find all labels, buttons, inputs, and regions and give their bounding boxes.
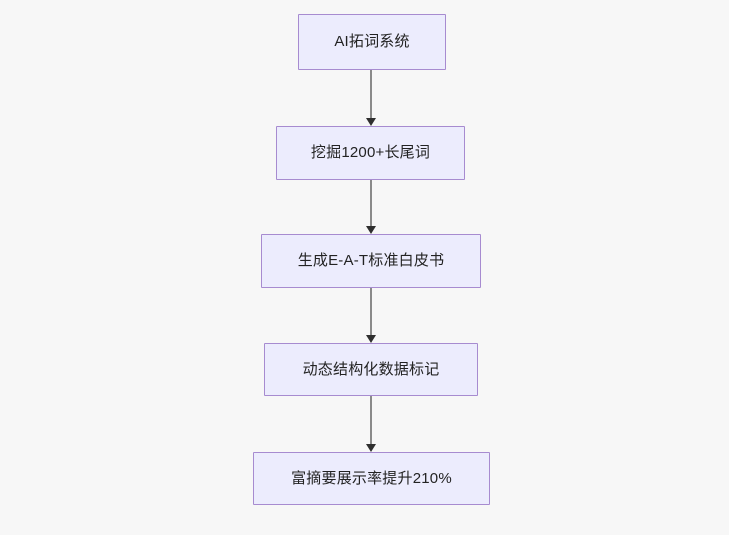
edge-line [370,180,372,226]
edge-line [370,288,372,335]
flowchart-node-label: 富摘要展示率提升210% [291,469,452,487]
flowchart-node-label: 生成E-A-T标准白皮书 [297,252,445,269]
flowchart-node-n3[interactable]: 生成E-A-T标准白皮书 [261,234,481,288]
edge-line [370,396,372,444]
flowchart-node-n1[interactable]: AI拓词系统 [298,14,446,70]
arrowhead-icon [366,444,376,452]
arrowhead-icon [366,335,376,343]
edge-line [370,70,372,118]
arrowhead-icon [366,118,376,126]
flowchart-node-n5[interactable]: 富摘要展示率提升210% [253,452,490,505]
flowchart-node-label: AI拓词系统 [334,33,410,50]
flowchart-node-n4[interactable]: 动态结构化数据标记 [264,343,478,396]
arrowhead-icon [366,226,376,234]
flowchart-node-n2[interactable]: 挖掘1200+长尾词 [276,126,465,180]
flowchart-node-label: 挖掘1200+长尾词 [310,144,431,161]
flowchart-node-label: 动态结构化数据标记 [302,360,440,378]
